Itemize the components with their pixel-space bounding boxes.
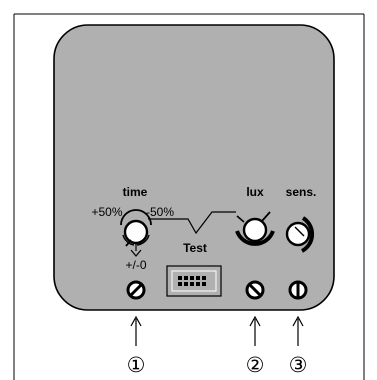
plusminus0-label: +/-0 bbox=[125, 258, 146, 272]
callout-3: ③ bbox=[289, 353, 308, 377]
time-label: time bbox=[123, 185, 148, 199]
sens-label: sens. bbox=[286, 185, 317, 199]
screw-1-icon[interactable] bbox=[126, 280, 146, 300]
plus50-label: +50% bbox=[91, 205, 122, 219]
time-adjust-dial-icon[interactable] bbox=[120, 209, 152, 257]
minus50-label: -50% bbox=[146, 205, 174, 219]
dip-switch-block-icon[interactable] bbox=[166, 265, 222, 297]
screw-2-icon[interactable] bbox=[245, 280, 265, 300]
lux-label: lux bbox=[246, 185, 264, 199]
callout-arrow-1 bbox=[130, 315, 142, 346]
callout-2: ② bbox=[246, 353, 265, 377]
lux-adjust-dial-icon[interactable] bbox=[235, 211, 275, 246]
test-label: Test bbox=[183, 241, 207, 255]
device-panel bbox=[53, 24, 335, 311]
screw-3-icon[interactable] bbox=[288, 280, 308, 300]
callout-arrow-2 bbox=[249, 315, 261, 346]
test-connection-line bbox=[148, 211, 236, 235]
sens-adjust-dial-icon[interactable] bbox=[285, 216, 315, 253]
callout-1: ① bbox=[127, 353, 146, 377]
callout-arrow-3 bbox=[292, 315, 304, 346]
